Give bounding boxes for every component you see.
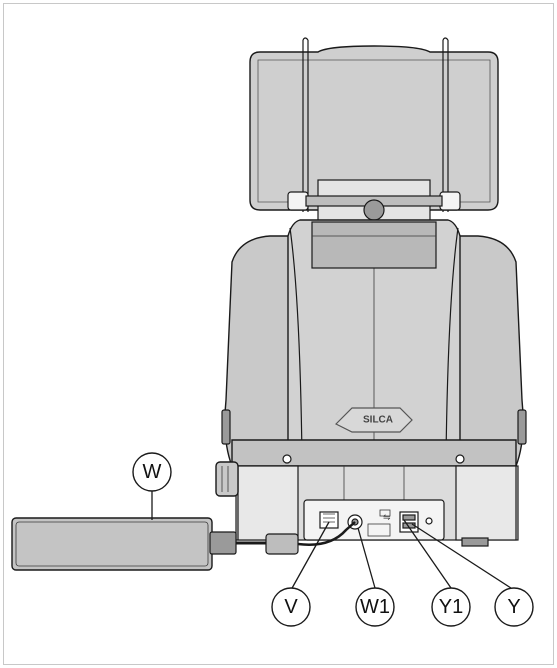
callout-label: Y xyxy=(507,596,520,618)
power-indicator-icon xyxy=(379,509,391,517)
callout-label: W1 xyxy=(360,596,390,618)
callout-w1: W1 xyxy=(355,527,395,627)
callout-w: W xyxy=(132,452,172,520)
shield-hinge xyxy=(287,179,461,223)
callout-y: Y xyxy=(411,523,534,627)
callout-label: W xyxy=(143,461,162,483)
screw-icon xyxy=(282,454,292,464)
connector-panel: ⇋ xyxy=(303,499,445,541)
callout-v: V xyxy=(271,521,330,627)
protective-shield xyxy=(249,37,499,212)
callout-y1: Y1 xyxy=(403,519,471,627)
callout-label: Y1 xyxy=(439,596,463,618)
screw-icon xyxy=(455,454,465,464)
power-supply-unit xyxy=(11,517,356,571)
figure-border xyxy=(3,3,554,665)
ethernet-port-icon xyxy=(319,511,339,529)
hinge-knob-icon xyxy=(363,199,385,221)
silca-logo: SILCA xyxy=(334,407,413,433)
machine-main-body: SILCA xyxy=(221,219,527,467)
screw-icon xyxy=(425,517,433,525)
callout-label: V xyxy=(284,596,298,618)
logo-text: SILCA xyxy=(363,415,393,426)
usb-symbol-icon: ⇋ xyxy=(383,513,391,523)
